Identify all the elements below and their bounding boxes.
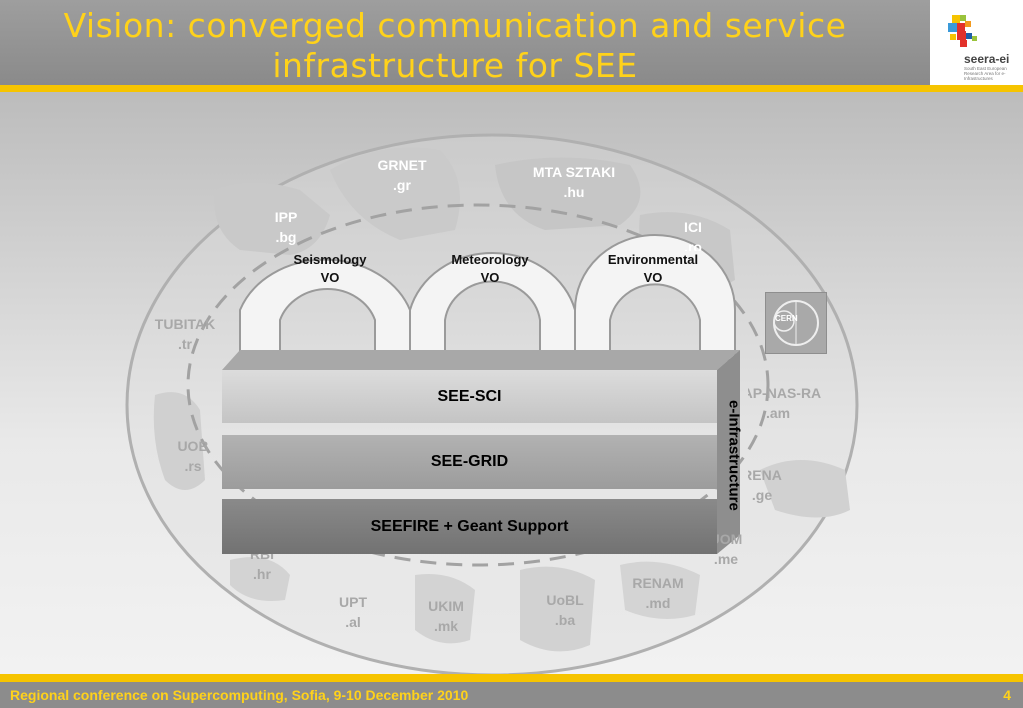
title-line-1: Vision: converged communication and serv… (63, 6, 847, 45)
layer-seefire-geant: SEEFIRE + Geant Support (222, 499, 717, 554)
map-gr-shape (330, 147, 460, 240)
node-upt: UPT.al (339, 594, 367, 630)
node-ukim: UKIM.mk (428, 598, 464, 634)
vo-arches (239, 234, 736, 361)
cern-logo-text: CERN (775, 314, 798, 323)
footer-accent-line (0, 674, 1023, 682)
layer-see-sci: SEE-SCI (222, 370, 717, 423)
node-ici: ICI.ro (684, 219, 702, 251)
node-renam: RENAM.md (632, 575, 684, 611)
map-hu-shape (495, 157, 641, 230)
node-mta-sztaki: MTA SZTAKI.hu (532, 164, 616, 200)
map-ba-shape (520, 566, 595, 652)
node-uob: UOB.rs (177, 438, 209, 474)
slide-title: Vision: converged communication and serv… (40, 6, 870, 86)
node-uobl: UoBL.ba (546, 592, 584, 628)
node-uom-clip: UOM.me (710, 530, 750, 570)
logo-name: seera-ei (964, 52, 1010, 66)
map-hr-shape (230, 557, 290, 601)
node-iiap-nas-ra-clip: IIAP-NAS-RA.am (748, 383, 838, 427)
cern-ring-icon (773, 300, 819, 346)
logo-mosaic-icon (948, 15, 977, 47)
map-ge-shape (760, 460, 850, 518)
footer-bar: Regional conference on Supercomputing, S… (0, 682, 1023, 708)
title-line-2: infrastructure for SEE (272, 46, 638, 85)
node-grnet: GRNET.gr (377, 157, 427, 193)
map-bg-shape (214, 182, 330, 255)
node-rena: RENA.ge (748, 467, 782, 503)
header-bar: Vision: converged communication and serv… (0, 0, 930, 85)
layer-see-grid: SEE-GRID (222, 435, 717, 489)
page-number: 4 (1003, 687, 1011, 703)
layer-top-face (222, 350, 740, 370)
node-iiap-nas-ra: IIAP-NAS-RA.am (748, 385, 822, 421)
footer-text: Regional conference on Supercomputing, S… (10, 687, 469, 703)
header-accent-line (0, 85, 1023, 92)
network-ring (186, 203, 770, 567)
map-mk-shape (415, 574, 475, 644)
map-md-shape (620, 561, 700, 619)
seera-ei-logo: seera-ei South East European Research Ar… (930, 0, 1023, 85)
node-tubitak: TUBITAK.tr (154, 316, 216, 352)
cern-logo: CERN (765, 292, 827, 354)
layer-side-face (717, 350, 740, 554)
e-infrastructure-label: e-Infrastructure (725, 399, 743, 511)
node-rbi: RBI.hr (249, 554, 275, 582)
node-rbi-clip: RBI.hr (240, 554, 284, 584)
logo-subtitle: South East European Research Area for e-… (964, 66, 1007, 81)
node-ipp: IPP.bg (274, 209, 298, 245)
node-uom: UOM.me (710, 531, 743, 567)
node-rena-clip: RENA.ge (748, 465, 808, 509)
